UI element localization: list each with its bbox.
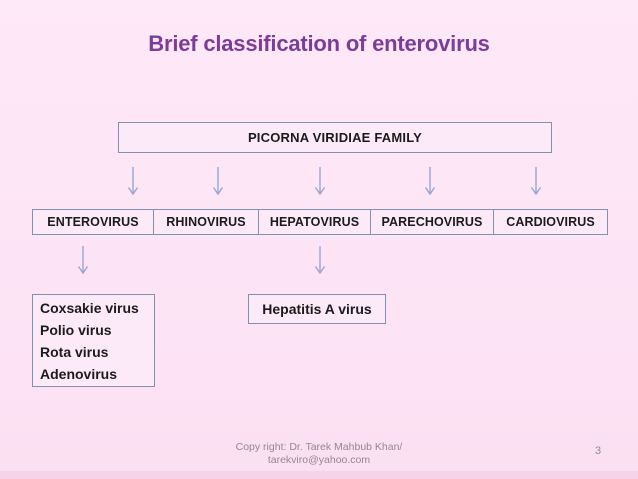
bottom-band (0, 471, 638, 479)
genus-box-hepatovirus: HEPATOVIRUS (258, 209, 371, 235)
page-title: Brief classification of enterovirus (148, 31, 490, 56)
genus-label: HEPATOVIRUS (269, 215, 360, 229)
genus-label: CARDIOVIRUS (506, 215, 595, 229)
genus-box-parechovirus: PARECHOVIRUS (370, 209, 494, 235)
down-arrow-icon (530, 167, 542, 196)
example-virus: Polio virus (40, 322, 112, 338)
family-box-label: PICORNA VIRIDIAE FAMILY (247, 130, 423, 145)
enterovirus-examples-box: Coxsakie virus Polio virus Rota virus Ad… (32, 294, 155, 387)
example-virus: Coxsakie virus (40, 300, 139, 316)
down-arrow-icon (314, 246, 326, 275)
genus-label: RHINOVIRUS (166, 215, 246, 229)
down-arrow-icon (424, 167, 436, 196)
footer-line2: tarekviro@yahoo.com (267, 454, 371, 466)
down-arrow-icon (212, 167, 224, 196)
genus-label: ENTEROVIRUS (47, 215, 139, 229)
down-arrow-icon (127, 167, 139, 196)
genus-box-enterovirus: ENTEROVIRUS (32, 209, 154, 235)
genus-box-rhinovirus: RHINOVIRUS (153, 209, 259, 235)
footer-copyright: Copy right: Dr. Tarek Mahbub Khan/ tarek… (0, 441, 638, 467)
down-arrow-icon (314, 167, 326, 196)
family-box: PICORNA VIRIDIAE FAMILY (118, 122, 552, 153)
down-arrow-icon (77, 246, 89, 275)
genus-label: PARECHOVIRUS (381, 215, 483, 229)
hepatovirus-example-box: Hepatitis A virus (248, 294, 386, 324)
example-virus: Adenovirus (40, 366, 118, 382)
genus-row: ENTEROVIRUS RHINOVIRUS HEPATOVIRUS PAREC… (32, 209, 608, 235)
example-virus: Hepatitis A virus (262, 301, 372, 317)
slide-number: 3 (594, 445, 602, 457)
genus-box-cardiovirus: CARDIOVIRUS (493, 209, 608, 235)
footer-line1: Copy right: Dr. Tarek Mahbub Khan/ (235, 441, 403, 453)
example-virus: Rota virus (40, 344, 109, 360)
